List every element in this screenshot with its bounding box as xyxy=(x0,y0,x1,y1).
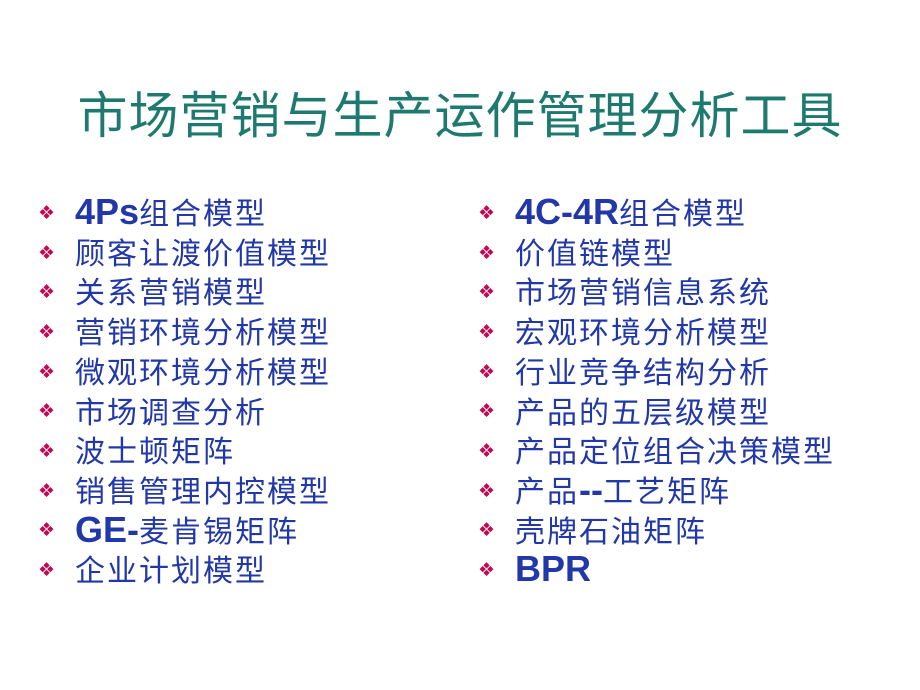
item-text-post: 宏观环境分析模型 xyxy=(515,317,771,351)
diamond-bullet-icon: ❖ xyxy=(478,559,496,582)
list-item: ❖ 市场调查分析 xyxy=(38,393,478,433)
list-item: ❖ 价值链模型 xyxy=(478,234,920,274)
item-text-post: 产品定位组合决策模型 xyxy=(515,436,835,470)
diamond-bullet-icon: ❖ xyxy=(38,440,56,463)
item-text-post: 组合模型 xyxy=(139,198,268,231)
list-item: ❖ 产品的五层级模型 xyxy=(478,393,920,433)
list-item-text: 价值链模型 xyxy=(515,238,675,271)
list-item-text: 营销环境分析模型 xyxy=(75,317,331,350)
item-text-post: 工艺矩阵 xyxy=(602,475,731,509)
content-columns: ❖ 4Ps组合模型 ❖ 顾客让渡价值模型 ❖ 关系营销模型 ❖ 营销环境分析模型… xyxy=(0,194,920,591)
diamond-bullet-icon: ❖ xyxy=(38,201,56,224)
diamond-bullet-icon: ❖ xyxy=(38,479,56,502)
list-item: ❖ 4C-4R组合模型 xyxy=(478,194,920,234)
list-item: ❖ 顾客让渡价值模型 xyxy=(38,234,478,274)
list-item-text: GE-麦肯锡矩阵 xyxy=(75,511,300,549)
list-item-text: 市场营销信息系统 xyxy=(515,277,771,310)
item-text-post: 企业计划模型 xyxy=(75,555,267,589)
list-item-text: 行业竞争结构分析 xyxy=(515,357,771,390)
item-text-post: 销售管理内控模型 xyxy=(75,475,331,509)
diamond-bullet-icon: ❖ xyxy=(478,281,496,304)
list-item-text: 产品--工艺矩阵 xyxy=(515,471,731,509)
item-text-post: 顾客让渡价值模型 xyxy=(75,237,331,271)
item-text-post: 微观环境分析模型 xyxy=(75,356,331,390)
list-item-text: 顾客让渡价值模型 xyxy=(75,238,331,271)
diamond-bullet-icon: ❖ xyxy=(478,360,496,383)
item-text-post: 营销环境分析模型 xyxy=(75,317,331,351)
list-item: ❖ 壳牌石油矩阵 xyxy=(478,512,920,552)
list-item-text: 产品定位组合决策模型 xyxy=(515,436,835,469)
list-item: ❖ 4Ps组合模型 xyxy=(38,194,478,234)
list-item: ❖ 微观环境分析模型 xyxy=(38,353,478,393)
list-item-text: 壳牌石油矩阵 xyxy=(515,516,707,549)
item-text-bold: GE- xyxy=(75,508,140,550)
diamond-bullet-icon: ❖ xyxy=(38,241,56,264)
list-item: ❖ 企业计划模型 xyxy=(38,551,478,591)
list-item-text: 产品的五层级模型 xyxy=(515,397,771,430)
item-text-post: 组合模型 xyxy=(619,198,748,231)
list-item-text: 企业计划模型 xyxy=(75,555,267,588)
diamond-bullet-icon: ❖ xyxy=(478,519,496,542)
item-text-pre: 产品 xyxy=(515,475,579,509)
diamond-bullet-icon: ❖ xyxy=(478,321,496,344)
slide-title: 市场营销与生产运作管理分析工具 xyxy=(77,88,843,144)
list-item: ❖ BPR xyxy=(478,551,920,591)
list-item: ❖ 行业竞争结构分析 xyxy=(478,353,920,393)
item-text-post: 壳牌石油矩阵 xyxy=(515,515,707,549)
diamond-bullet-icon: ❖ xyxy=(38,321,56,344)
list-item-text: 关系营销模型 xyxy=(75,277,267,310)
item-text-post: 波士顿矩阵 xyxy=(75,436,235,470)
diamond-bullet-icon: ❖ xyxy=(38,559,56,582)
list-item: ❖ 产品--工艺矩阵 xyxy=(478,471,920,512)
item-text-post: 关系营销模型 xyxy=(75,277,267,311)
diamond-bullet-icon: ❖ xyxy=(478,440,496,463)
list-item: ❖ GE-麦肯锡矩阵 xyxy=(38,511,478,552)
list-item-text: 市场调查分析 xyxy=(75,397,267,430)
item-text-bold: 4C-4R xyxy=(515,191,620,232)
item-text-bold: 4Ps xyxy=(75,191,140,232)
list-item-text: 4Ps组合模型 xyxy=(75,194,268,232)
right-column-list: ❖ 4C-4R组合模型 ❖ 价值链模型 ❖ 市场营销信息系统 ❖ 宏观环境分析模… xyxy=(478,194,920,591)
list-item: ❖ 宏观环境分析模型 xyxy=(478,313,920,353)
item-text-bold: BPR xyxy=(515,548,592,590)
diamond-bullet-icon: ❖ xyxy=(38,400,56,423)
diamond-bullet-icon: ❖ xyxy=(38,519,56,542)
item-text-post: 麦肯锡矩阵 xyxy=(139,515,300,549)
list-item: ❖ 关系营销模型 xyxy=(38,273,478,313)
item-text-post: 市场营销信息系统 xyxy=(515,277,771,311)
item-text-bold: -- xyxy=(579,468,603,510)
list-item-text: 微观环境分析模型 xyxy=(75,357,331,390)
diamond-bullet-icon: ❖ xyxy=(38,281,56,304)
item-text-post: 价值链模型 xyxy=(515,237,675,271)
list-item: ❖ 销售管理内控模型 xyxy=(38,472,478,512)
left-column-list: ❖ 4Ps组合模型 ❖ 顾客让渡价值模型 ❖ 关系营销模型 ❖ 营销环境分析模型… xyxy=(38,194,478,591)
item-text-post: 行业竞争结构分析 xyxy=(515,356,771,390)
list-item-text: 销售管理内控模型 xyxy=(75,476,331,509)
diamond-bullet-icon: ❖ xyxy=(478,201,496,224)
item-text-post: 市场调查分析 xyxy=(75,396,267,430)
list-item-text: 波士顿矩阵 xyxy=(75,436,235,469)
list-item: ❖ 市场营销信息系统 xyxy=(478,273,920,313)
diamond-bullet-icon: ❖ xyxy=(478,479,496,502)
list-item: ❖ 营销环境分析模型 xyxy=(38,313,478,353)
diamond-bullet-icon: ❖ xyxy=(38,360,56,383)
list-item: ❖ 波士顿矩阵 xyxy=(38,432,478,472)
list-item-text: BPR xyxy=(515,551,591,588)
list-item-text: 宏观环境分析模型 xyxy=(515,317,771,350)
diamond-bullet-icon: ❖ xyxy=(478,241,496,264)
item-text-post: 产品的五层级模型 xyxy=(515,396,771,430)
list-item-text: 4C-4R组合模型 xyxy=(515,194,748,232)
list-item: ❖ 产品定位组合决策模型 xyxy=(478,432,920,472)
diamond-bullet-icon: ❖ xyxy=(478,400,496,423)
